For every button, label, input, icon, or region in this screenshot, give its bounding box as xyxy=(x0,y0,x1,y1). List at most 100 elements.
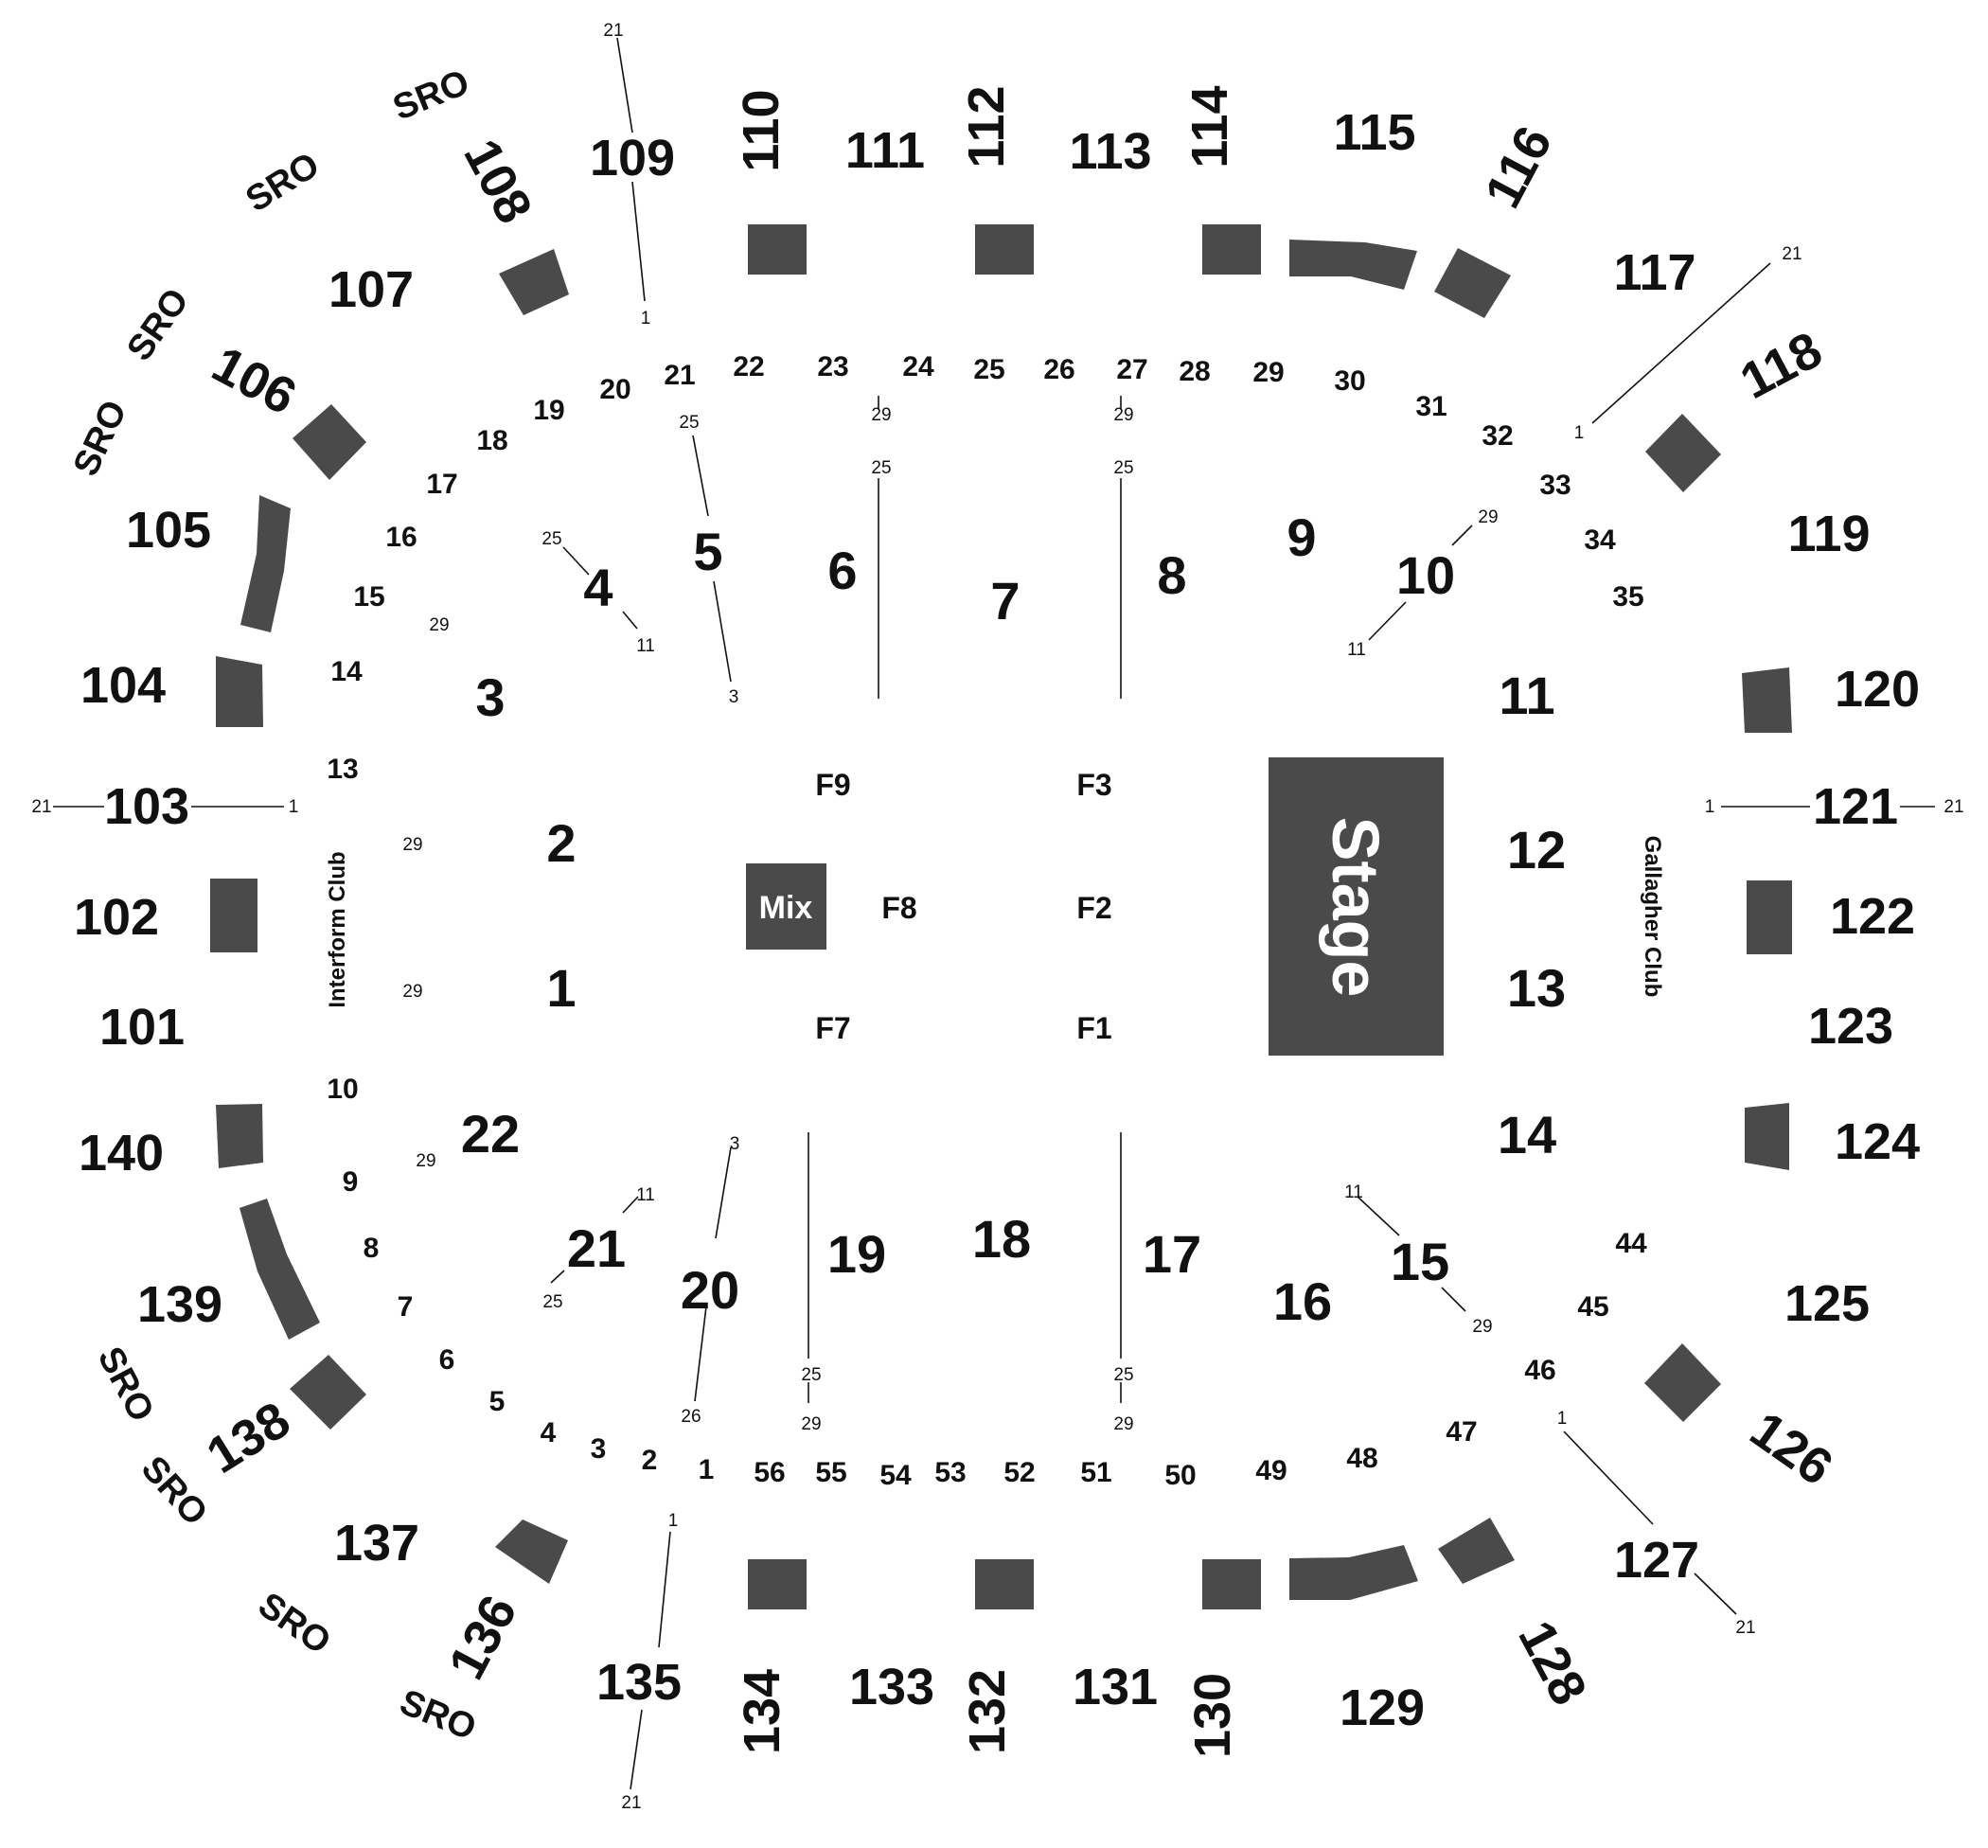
section-label: 106 xyxy=(204,335,306,425)
section-label: 135 xyxy=(596,1654,682,1711)
seat-markers: 21 1 21 1 21 1 1 21 25 11 29 25 3 29 25 … xyxy=(31,21,1963,1813)
floor-position-label: F1 xyxy=(1076,1011,1111,1045)
row-number: 1 xyxy=(699,1454,715,1485)
row-number: 34 xyxy=(1584,524,1616,556)
section-label: 113 xyxy=(1069,123,1151,180)
leader-line xyxy=(1441,1287,1466,1312)
floor-section-label: 18 xyxy=(972,1209,1031,1269)
section-label: 139 xyxy=(137,1276,222,1333)
seat-marker: 3 xyxy=(730,1134,740,1154)
seat-marker: 21 xyxy=(31,797,51,817)
row-number: 30 xyxy=(1334,365,1365,397)
tunnel-block xyxy=(748,224,807,275)
row-number: 21 xyxy=(664,360,695,391)
section-label: 140 xyxy=(79,1125,164,1182)
seat-marker: 29 xyxy=(429,615,449,635)
section-label: 118 xyxy=(1731,321,1831,410)
tunnel-block xyxy=(240,495,291,632)
floor-positions: F1 F2 F3 F7 F8 F9 xyxy=(815,768,1111,1045)
seat-marker: 25 xyxy=(801,1365,821,1385)
row-number: 23 xyxy=(817,351,848,382)
tunnel-block xyxy=(1434,248,1511,318)
section-label: 115 xyxy=(1333,104,1415,161)
sro-label: SRO xyxy=(66,395,135,482)
leader-line xyxy=(1357,1196,1400,1236)
mix-position: Mix xyxy=(746,863,826,950)
seat-marker: 21 xyxy=(1735,1618,1755,1638)
floor-section-label: 5 xyxy=(693,522,722,581)
floor-section-label: 17 xyxy=(1143,1224,1201,1284)
floor-section-label: 12 xyxy=(1507,820,1566,880)
section-label: 136 xyxy=(437,1587,527,1689)
leader-line xyxy=(1694,1573,1737,1615)
row-number: 54 xyxy=(879,1460,912,1491)
tunnel-block xyxy=(1742,667,1792,733)
tunnel-blocks xyxy=(210,224,1792,1609)
row-number: 6 xyxy=(439,1344,455,1376)
leader-line xyxy=(622,611,638,630)
section-label: 128 xyxy=(1507,1612,1597,1715)
floor-section-label: 14 xyxy=(1498,1105,1556,1164)
seat-marker: 25 xyxy=(871,458,891,478)
row-number: 24 xyxy=(902,351,934,382)
floor-section-label: 16 xyxy=(1273,1271,1332,1331)
leader-line xyxy=(622,1196,639,1214)
section-label: 132 xyxy=(959,1669,1016,1754)
seat-marker: 11 xyxy=(636,636,655,656)
floor-section-label: 2 xyxy=(546,813,576,873)
row-number: 52 xyxy=(1003,1457,1035,1488)
tunnel-block xyxy=(293,404,366,480)
section-label: 102 xyxy=(74,889,159,946)
section-label: 134 xyxy=(734,1669,790,1754)
seat-marker: 3 xyxy=(729,687,739,707)
row-number: 4 xyxy=(541,1417,557,1448)
row-number: 10 xyxy=(327,1074,358,1105)
row-number: 48 xyxy=(1346,1443,1377,1474)
leader-line xyxy=(713,580,732,683)
upper-level-sections: 101 102 103 104 105 106 107 108 109 110 … xyxy=(74,85,1920,1758)
row-number: 50 xyxy=(1164,1460,1196,1491)
leader-line xyxy=(562,546,590,576)
row-number: 31 xyxy=(1415,391,1447,422)
seat-marker: 11 xyxy=(1344,1182,1363,1202)
row-number: 29 xyxy=(1252,357,1284,388)
section-label: 104 xyxy=(80,657,166,714)
section-label: 116 xyxy=(1474,117,1563,217)
seat-marker: 1 xyxy=(641,309,651,329)
seat-marker: 25 xyxy=(1113,1365,1133,1385)
leader-line xyxy=(658,1531,671,1648)
section-label: 131 xyxy=(1073,1659,1158,1715)
section-label: 103 xyxy=(104,778,189,835)
tunnel-block xyxy=(748,1559,807,1609)
seat-marker: 1 xyxy=(1705,797,1715,817)
section-label: 119 xyxy=(1787,506,1870,562)
row-number: 8 xyxy=(364,1233,380,1264)
seat-marker: 26 xyxy=(681,1407,701,1427)
row-number: 32 xyxy=(1482,420,1513,452)
tunnel-block xyxy=(495,1519,568,1584)
section-label: 121 xyxy=(1813,778,1898,835)
leader-line xyxy=(550,1270,565,1284)
row-number: 27 xyxy=(1116,354,1147,385)
seat-marker: 21 xyxy=(603,21,623,41)
tunnel-block xyxy=(975,1559,1034,1609)
seat-marker: 21 xyxy=(621,1793,641,1813)
seat-marker: 29 xyxy=(871,405,891,425)
section-label: 126 xyxy=(1740,1401,1842,1497)
row-number: 49 xyxy=(1255,1455,1287,1486)
tunnel-block xyxy=(1645,414,1721,492)
floor-section-label: 4 xyxy=(583,558,612,617)
floor-section-label: 7 xyxy=(990,571,1020,631)
row-number: 56 xyxy=(754,1457,785,1488)
seat-marker: 25 xyxy=(1113,458,1133,478)
floor-section-label: 13 xyxy=(1507,958,1566,1018)
floor-section-label: 21 xyxy=(567,1218,626,1278)
gallagher-club-label: Gallagher Club xyxy=(1640,836,1665,998)
floor-position-label: F3 xyxy=(1076,768,1111,802)
row-number: 47 xyxy=(1446,1416,1477,1448)
floor-section-label: 3 xyxy=(475,667,505,727)
section-label: 109 xyxy=(590,130,675,187)
leader-line xyxy=(1591,262,1771,424)
section-label: 123 xyxy=(1808,998,1893,1055)
